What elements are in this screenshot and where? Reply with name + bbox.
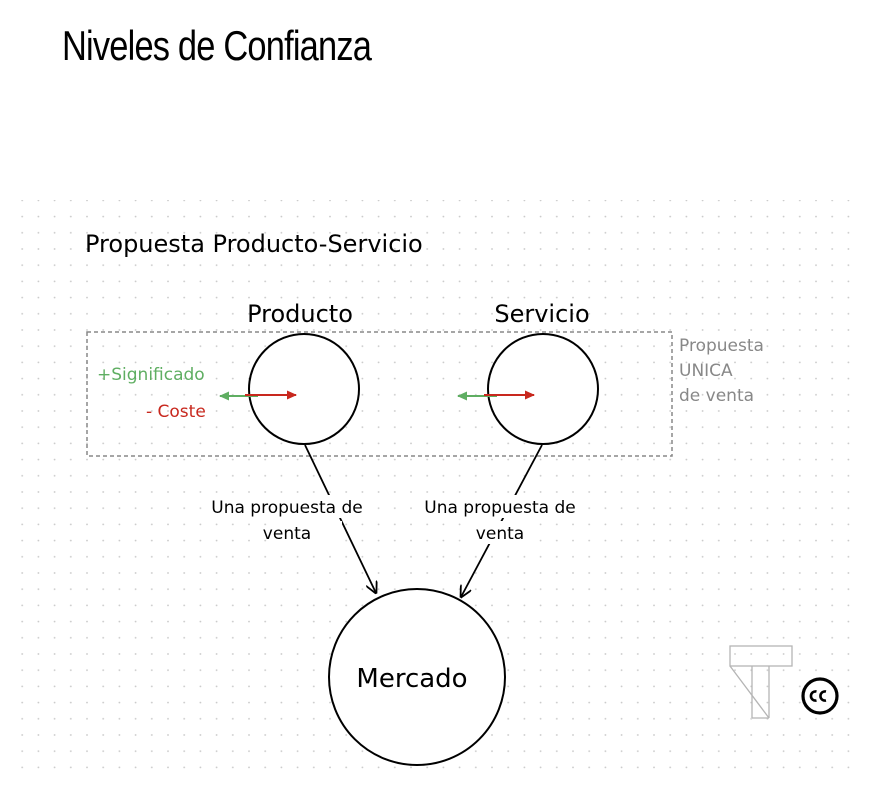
page-title: Niveles de Confianza: [62, 22, 372, 69]
edge-producto-mercado[interactable]: [304, 444, 376, 593]
edge-label-bg-servicio-1: [416, 495, 584, 518]
unique-proposal-boundary[interactable]: [86, 331, 673, 457]
group-label-line-3: de venta: [679, 386, 754, 406]
edge-label-bg-producto-2: [280, 521, 342, 544]
group-label-line-1: Propuesta: [679, 336, 764, 356]
node-label-mercado: Mercado: [356, 664, 467, 694]
edge-label-producto-line-2: venta: [263, 524, 311, 544]
group-label-line-2: UNICA: [679, 361, 733, 381]
brand-logo-icon: [729, 645, 793, 719]
edge-label-servicio-line-2: venta: [476, 524, 524, 544]
creative-commons-icon: [801, 677, 839, 715]
node-servicio[interactable]: [487, 333, 599, 445]
node-label-producto: Producto: [247, 300, 353, 328]
node-label-servicio: Servicio: [494, 300, 589, 328]
node-producto[interactable]: [248, 333, 360, 445]
edge-label-producto-line-1: Una propuesta de: [211, 498, 362, 518]
indicator-significado: +Significado: [97, 365, 205, 385]
indicator-coste: - Coste: [146, 402, 206, 422]
edge-label-bg-producto-1: [203, 495, 371, 518]
edge-label-bg-servicio-2: [469, 521, 531, 544]
edge-label-servicio-line-1: Una propuesta de: [424, 498, 575, 518]
diagram-heading: Propuesta Producto-Servicio: [85, 230, 423, 258]
node-mercado[interactable]: [328, 588, 506, 766]
